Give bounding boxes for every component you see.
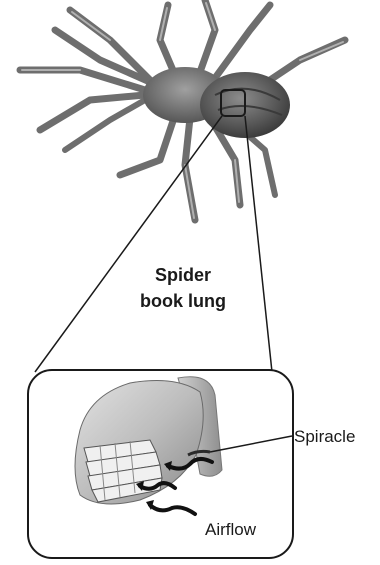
diagram-title-line2: book lung xyxy=(118,290,248,312)
spider-illustration xyxy=(20,0,345,220)
zoom-line-left xyxy=(35,116,222,372)
spiracle-label: Spiracle xyxy=(294,427,355,447)
airflow-label: Airflow xyxy=(205,520,256,540)
diagram-title-line1: Spider xyxy=(118,264,248,286)
